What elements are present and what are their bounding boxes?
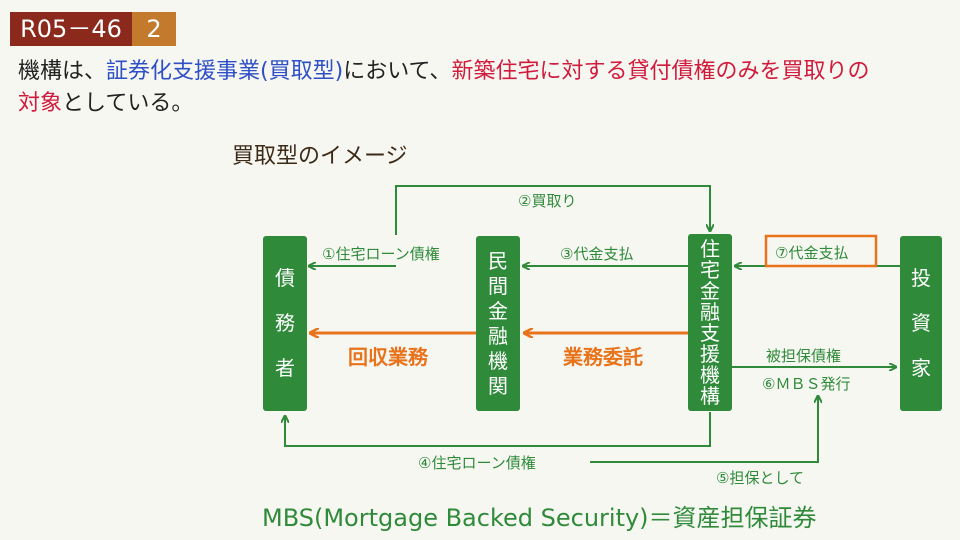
bank-char: 金 xyxy=(488,298,508,323)
bank-char: 機 xyxy=(488,348,508,373)
investor-char: 資 xyxy=(911,311,931,335)
investor-char: 家 xyxy=(911,356,931,380)
bank-char: 民 xyxy=(488,248,508,273)
agency-char: 援 xyxy=(700,341,720,366)
agency-char: 融 xyxy=(700,299,720,324)
bank-char: 間 xyxy=(488,273,508,298)
label-loan-4: ④住宅ローン債権 xyxy=(418,454,536,472)
statement-part: としている。 xyxy=(62,91,194,116)
answer-number-badge: 2 xyxy=(132,12,176,46)
statement-highlight-blue: 証券化支援事業(買取型) xyxy=(106,59,344,84)
arrow-loan-4 xyxy=(285,412,711,447)
footer-definition: MBS(Mortgage Backed Security)＝資産担保証券 xyxy=(262,504,817,532)
label-pay-3: ③代金支払 xyxy=(560,245,634,263)
statement-line-1: 機構は、証券化支援事業(買取型)において、新築住宅に対する貸付債権のみを買取りの xyxy=(18,55,869,89)
statement-line-2: 対象としている。 xyxy=(18,87,193,121)
question-code-badge: R05－46 xyxy=(10,12,132,46)
diagram-title: 買取型のイメージ xyxy=(232,144,408,169)
label-buy: ②買取り xyxy=(518,192,577,210)
debtor-char: 務 xyxy=(275,311,295,335)
bank-char: 関 xyxy=(488,373,508,398)
agency-char: 支 xyxy=(700,320,720,345)
label-mbs: ⑥ＭＢＳ発行 xyxy=(762,375,851,393)
label-secured: 被担保債権 xyxy=(766,347,842,365)
agency-char: 構 xyxy=(700,383,720,408)
label-collect: 回収業務 xyxy=(348,345,428,369)
arrow-collateral xyxy=(590,396,818,463)
agency-char: 金 xyxy=(700,278,720,303)
agency-char: 住 xyxy=(700,236,720,261)
label-entrust: 業務委託 xyxy=(563,345,643,369)
agency-char: 宅 xyxy=(700,257,720,282)
debtor-char: 者 xyxy=(275,356,295,380)
arrow-buy xyxy=(395,185,710,235)
statement-part: において、 xyxy=(343,59,452,84)
housing-finance-agency-box: 住 宅 金 融 支 援 機 構 xyxy=(688,234,732,411)
statement-highlight-red: 新築住宅に対する貸付債権のみを買取りの xyxy=(451,59,870,84)
investor-char: 投 xyxy=(911,266,931,290)
label-collateral: ⑤担保として xyxy=(716,469,804,487)
debtor-box: 債 務 者 xyxy=(263,236,307,411)
agency-char: 機 xyxy=(700,362,720,387)
pay7-highlight-box xyxy=(764,234,878,268)
bank-char: 融 xyxy=(488,323,508,348)
investor-box: 投 資 家 xyxy=(900,236,942,411)
statement-highlight-red: 対象 xyxy=(18,91,63,116)
label-loan-1: ①住宅ローン債権 xyxy=(322,245,440,263)
debtor-char: 債 xyxy=(275,266,295,290)
label-pay-7: ⑦代金支払 xyxy=(775,244,849,262)
statement-part: 機構は、 xyxy=(18,59,107,84)
private-bank-box: 民 間 金 融 機 関 xyxy=(476,236,520,411)
